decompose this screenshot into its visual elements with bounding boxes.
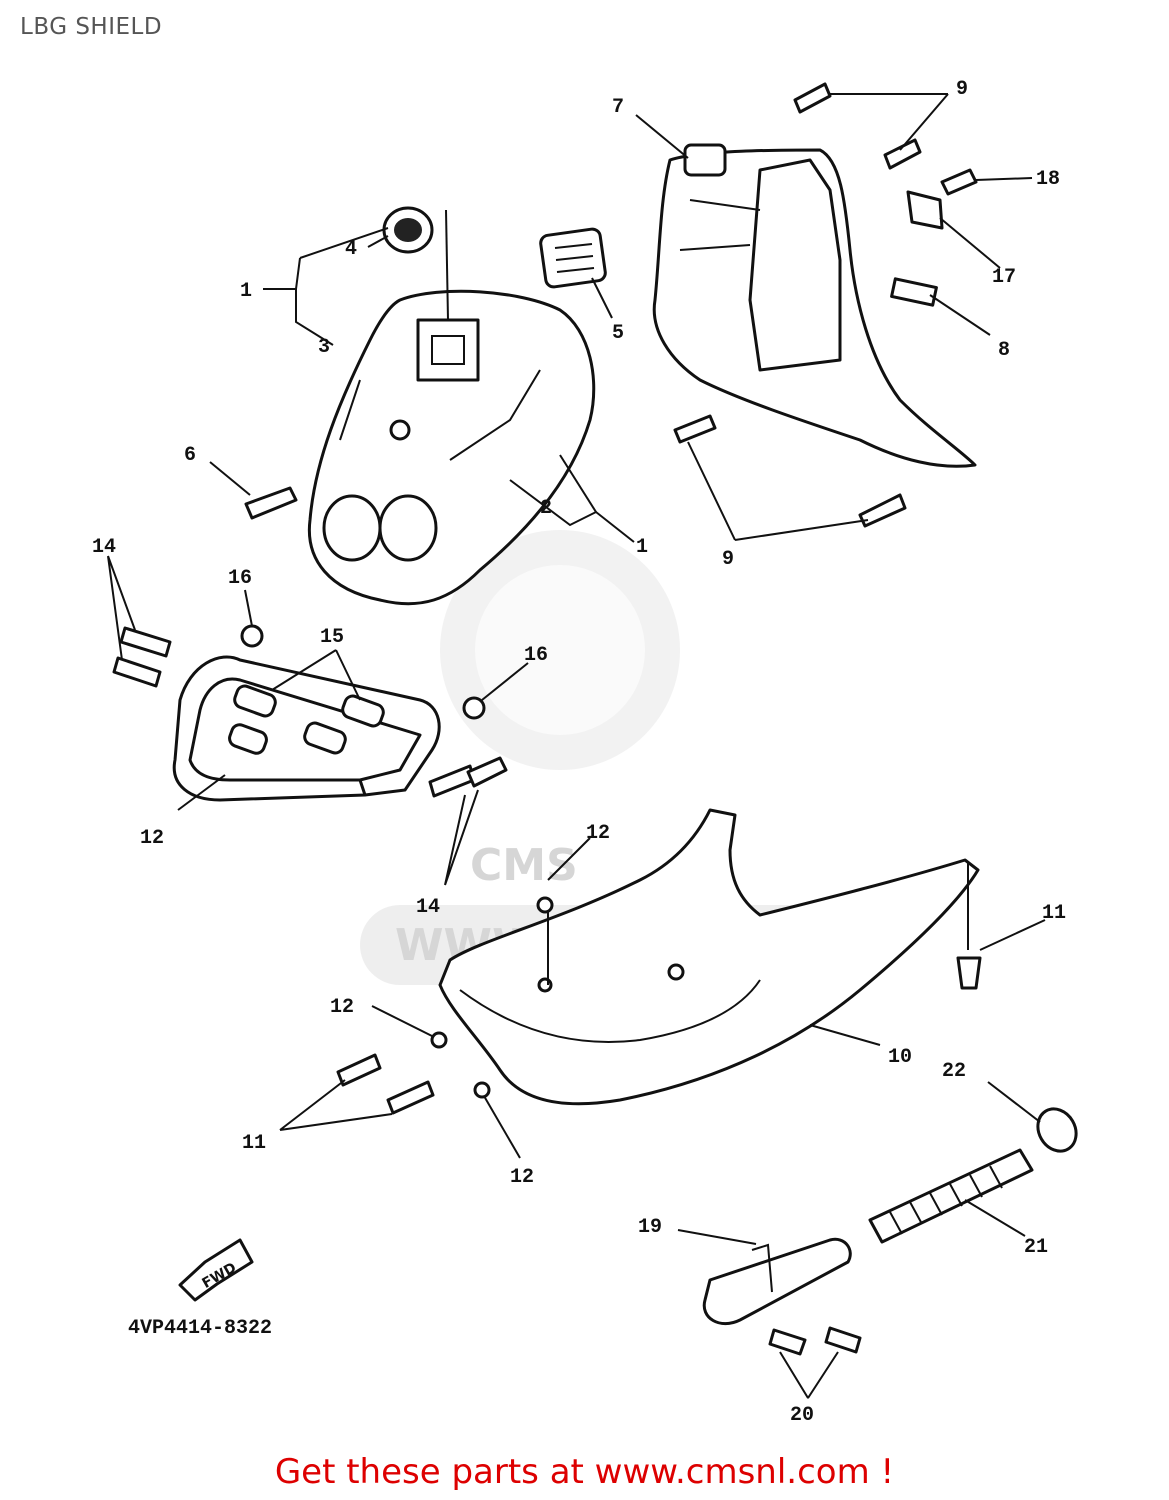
callout-3: 3	[318, 336, 330, 359]
callout-15: 15	[320, 626, 344, 649]
leader-lines	[107, 93, 1046, 1399]
callout-18: 18	[1036, 168, 1060, 191]
callout-19: 19	[638, 1216, 662, 1239]
callout-12-bracket: 12	[140, 827, 164, 850]
screw-18	[940, 168, 978, 196]
clip-17	[906, 190, 944, 230]
callout-11-left: 11	[242, 1132, 266, 1155]
stand-assembly	[702, 1107, 1078, 1356]
callout-1-bottom: 1	[636, 536, 648, 559]
grille-5	[539, 227, 607, 289]
callout-6: 6	[184, 444, 196, 467]
callout-16-left: 16	[228, 567, 252, 590]
callout-21: 21	[1024, 1236, 1048, 1259]
callout-7: 7	[612, 96, 624, 119]
screw-6	[244, 486, 298, 520]
emblem-4	[382, 206, 434, 254]
watermark-brand-text: CMS	[470, 840, 578, 891]
callout-5: 5	[612, 322, 624, 345]
callout-9-bottom: 9	[722, 548, 734, 571]
bolts-14	[112, 626, 508, 798]
callout-14-bottom: 14	[416, 896, 440, 919]
callout-4: 4	[345, 238, 357, 261]
callouts: 1 1 2 3 4 5 6 7 8 9 9 10 11 11 12 12 12 …	[92, 78, 1066, 1427]
nuts-16	[240, 624, 486, 720]
callout-10: 10	[888, 1046, 912, 1069]
callout-12-cover: 12	[586, 822, 610, 845]
get-parts-link[interactable]: Get these parts at www.cmsnl.com !	[274, 1452, 895, 1492]
callout-16-right: 16	[524, 644, 548, 667]
front-shield-upper	[307, 289, 596, 606]
callout-22: 22	[942, 1060, 966, 1083]
callout-8: 8	[998, 339, 1010, 362]
callout-2: 2	[540, 497, 552, 520]
callout-17: 17	[992, 266, 1016, 289]
callout-20: 20	[790, 1404, 814, 1427]
callout-9-top: 9	[956, 78, 968, 101]
fwd-arrow-icon: FWD	[178, 1238, 254, 1302]
label-8	[890, 277, 938, 307]
callout-14-top: 14	[92, 536, 116, 559]
callout-12-left: 12	[330, 996, 354, 1019]
page-title: LBG SHIELD	[20, 14, 163, 40]
callout-11-right: 11	[1042, 902, 1066, 925]
inner-shield	[652, 143, 977, 468]
callout-1-top: 1	[240, 280, 252, 303]
nuts-12	[430, 1031, 491, 1099]
drawing-code: 4VP4414-8322	[128, 1317, 272, 1340]
callout-12-lower: 12	[510, 1166, 534, 1189]
bracket-12	[172, 655, 441, 802]
screws-11	[336, 956, 982, 1115]
